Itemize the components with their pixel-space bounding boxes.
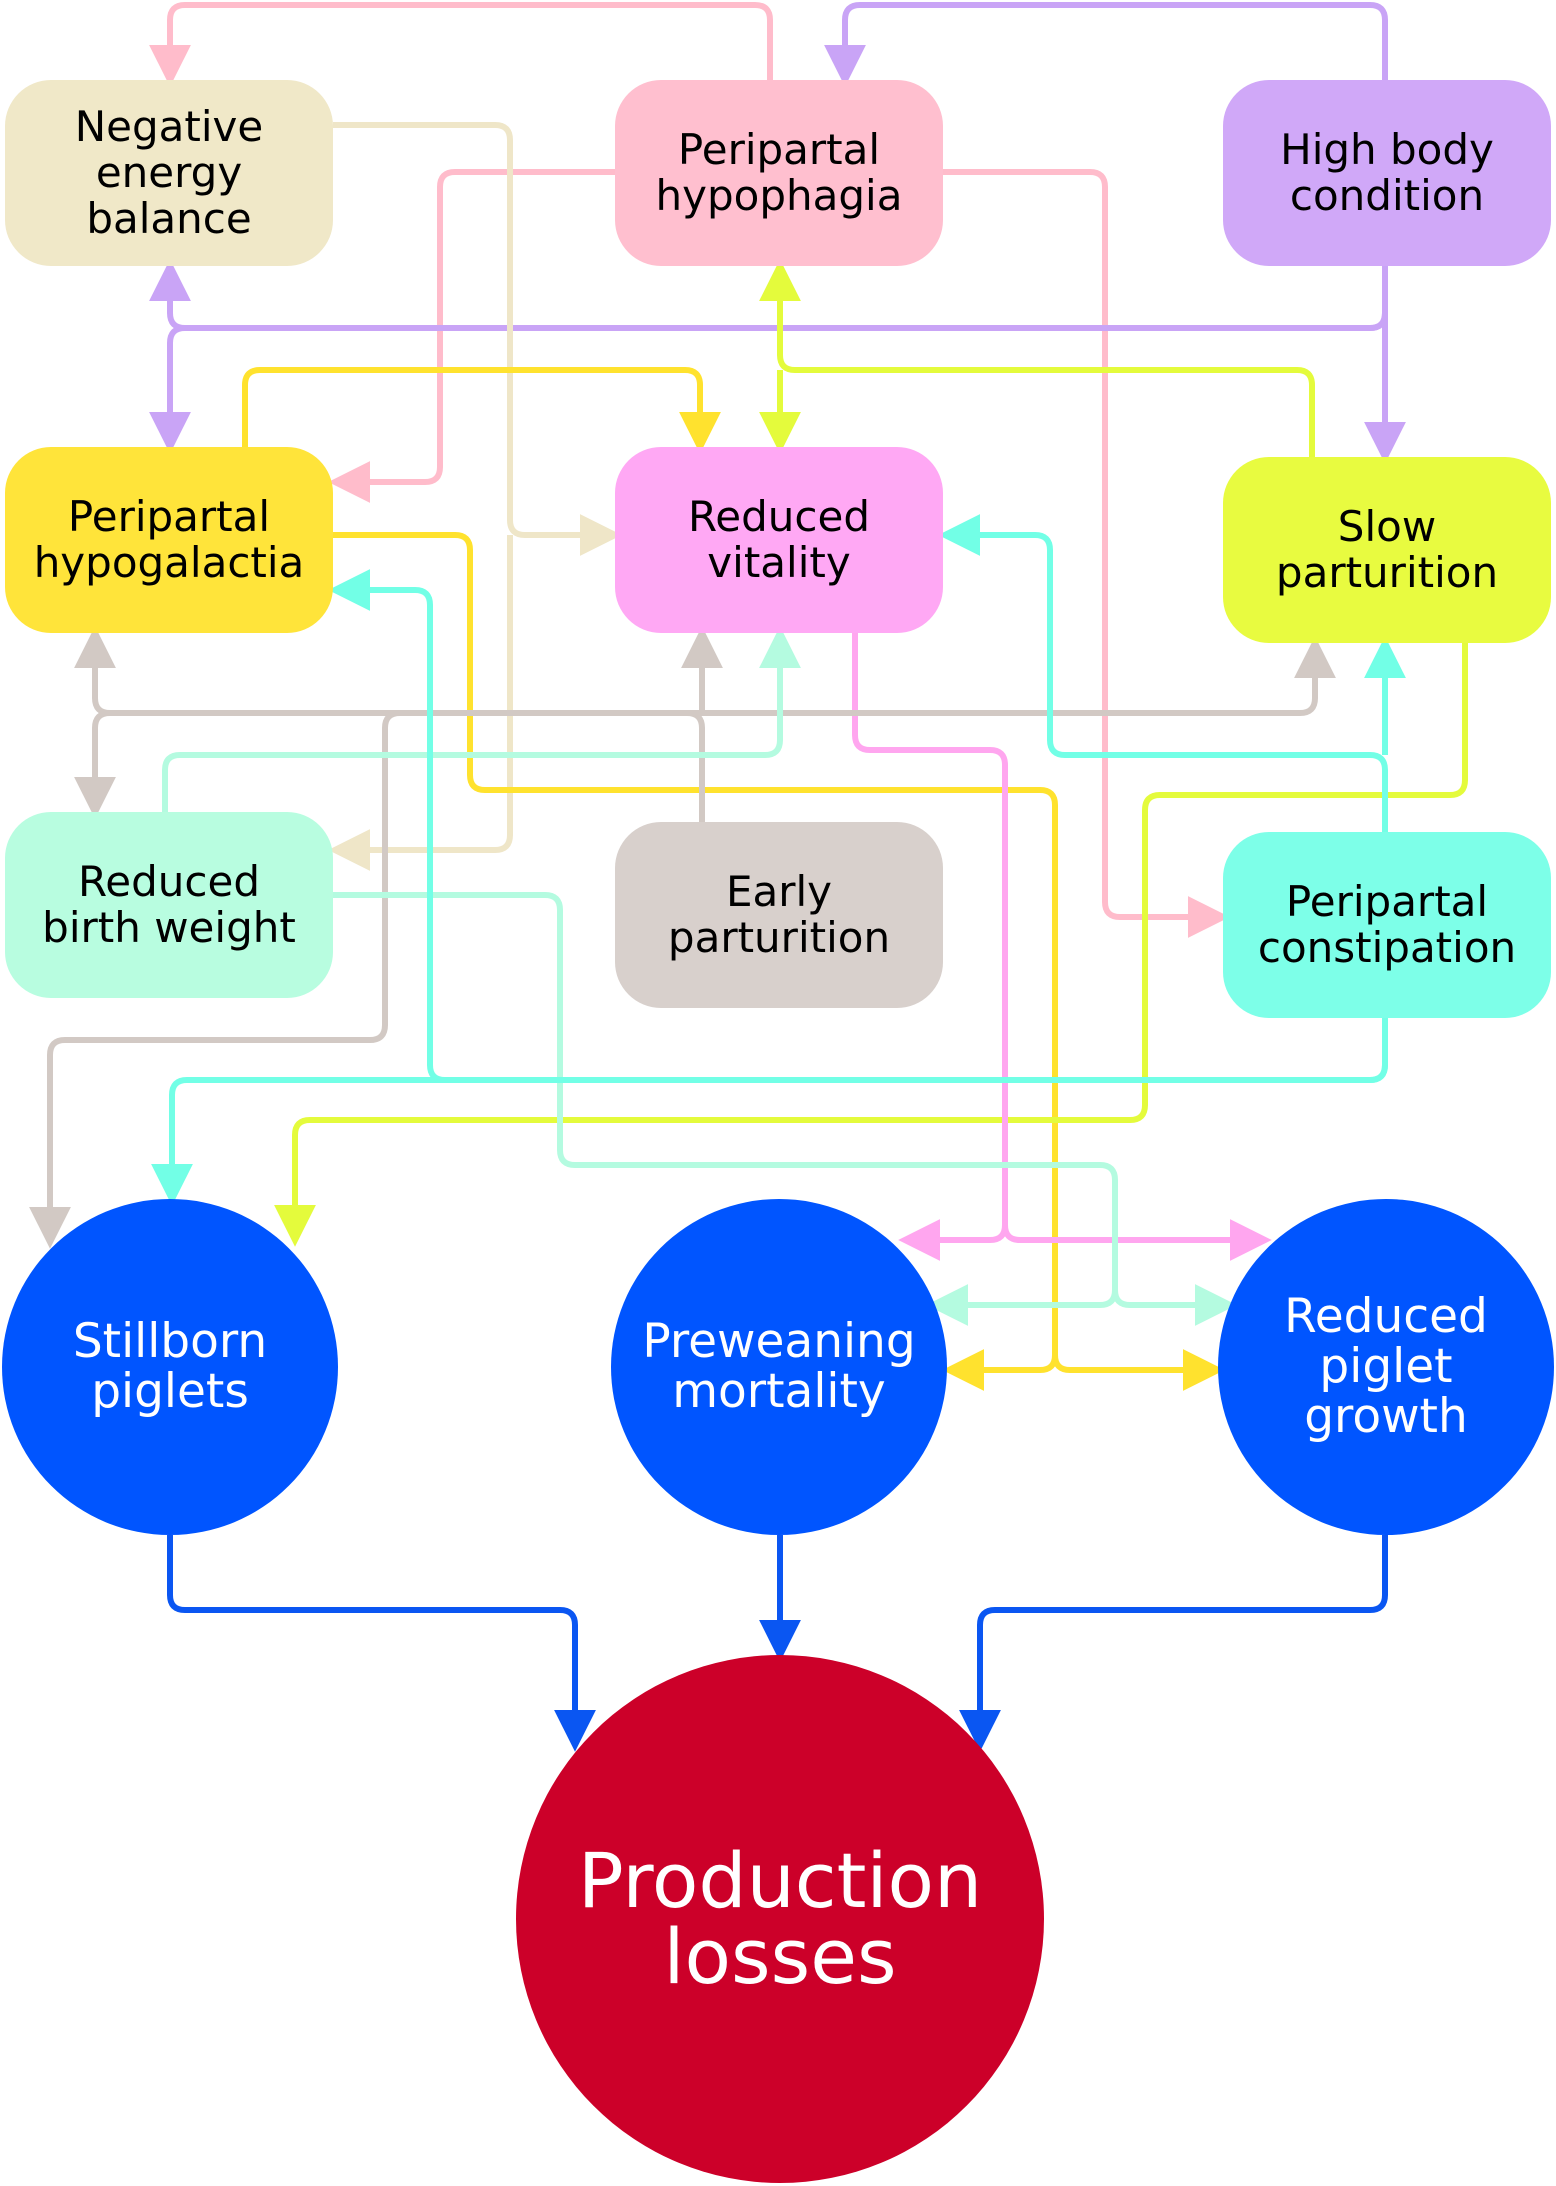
node-early-parturition: Early parturition — [615, 822, 943, 1008]
node-label: Early parturition — [667, 867, 891, 962]
edge-peripartal-hypogalactia-to-reduced-vitality — [242, 367, 721, 454]
node-label: Slow parturition — [1275, 502, 1499, 597]
edge-group — [29, 2, 1468, 1752]
edge-early-parturition-to-stillborn-piglets — [29, 710, 702, 1249]
edge-early-parturition-to-slow-parturition — [702, 636, 1336, 716]
edge-reduced-piglet-growth-to-production-losses — [959, 1535, 1388, 1752]
node-label: Negative energy balance — [74, 102, 264, 243]
edge-negative-energy-balance-to-reduced-birth-weight — [328, 535, 513, 871]
edge-reduced-vitality-to-preweaning-mortality — [852, 633, 1008, 1261]
edge-early-parturition-to-peripartal-hypogalactia — [74, 626, 705, 822]
edge-high-body-condition-to-peripartal-hypophagia — [824, 2, 1388, 87]
node-label: Production losses — [577, 1836, 983, 2001]
node-reduced-piglet-growth: Reduced piglet growth — [1218, 1199, 1554, 1535]
node-label: Stillborn piglets — [72, 1314, 268, 1419]
node-preweaning-mortality: Preweaning mortality — [611, 1199, 947, 1535]
node-label: Reduced piglet growth — [1284, 1289, 1488, 1444]
edge-peripartal-hypophagia-to-negative-energy-balance — [149, 2, 773, 87]
edge-negative-energy-balance-to-reduced-vitality — [333, 122, 622, 556]
edge-reduced-vitality-to-reduced-piglet-growth — [1002, 1219, 1272, 1261]
node-label: Preweaning mortality — [642, 1314, 916, 1419]
edge-stillborn-piglets-to-production-losses — [167, 1535, 596, 1752]
node-label: Reduced birth weight — [42, 857, 296, 952]
node-reduced-vitality: Reduced vitality — [615, 447, 943, 633]
edge-reduced-birth-weight-to-reduced-piglet-growth — [1112, 1284, 1237, 1326]
node-peripartal-hypogalactia: Peripartal hypogalactia — [5, 447, 333, 633]
node-label: High body condition — [1280, 125, 1494, 220]
node-peripartal-constipation: Peripartal constipation — [1223, 832, 1551, 1018]
node-peripartal-hypophagia: Peripartal hypophagia — [615, 80, 943, 266]
node-label: Reduced vitality — [687, 492, 870, 587]
node-stillborn-piglets: Stillborn piglets — [2, 1199, 338, 1535]
node-label: Peripartal hypophagia — [655, 125, 903, 220]
node-reduced-birth-weight: Reduced birth weight — [5, 812, 333, 998]
edge-slow-parturition-to-stillborn-piglets — [274, 643, 1468, 1247]
edge-early-parturition-to-reduced-birth-weight — [74, 710, 702, 819]
edge-peripartal-constipation-to-reduced-vitality — [938, 514, 1388, 832]
node-label: Peripartal hypogalactia — [33, 492, 305, 587]
edge-reduced-birth-weight-to-reduced-vitality — [162, 626, 801, 812]
edge-peripartal-constipation-to-stillborn-piglets — [151, 1064, 1388, 1206]
node-negative-energy-balance: Negative energy balance — [5, 80, 333, 266]
edge-peripartal-hypogalactia-to-reduced-piglet-growth — [1052, 1349, 1225, 1391]
node-label: Peripartal constipation — [1257, 877, 1517, 972]
node-slow-parturition: Slow parturition — [1223, 457, 1551, 643]
node-high-body-condition: High body condition — [1223, 80, 1551, 266]
edge-slow-parturition-to-peripartal-hypophagia — [759, 259, 1315, 457]
node-production-losses: Production losses — [516, 1655, 1044, 2183]
edge-peripartal-hypophagia-to-peripartal-constipation — [943, 169, 1230, 938]
